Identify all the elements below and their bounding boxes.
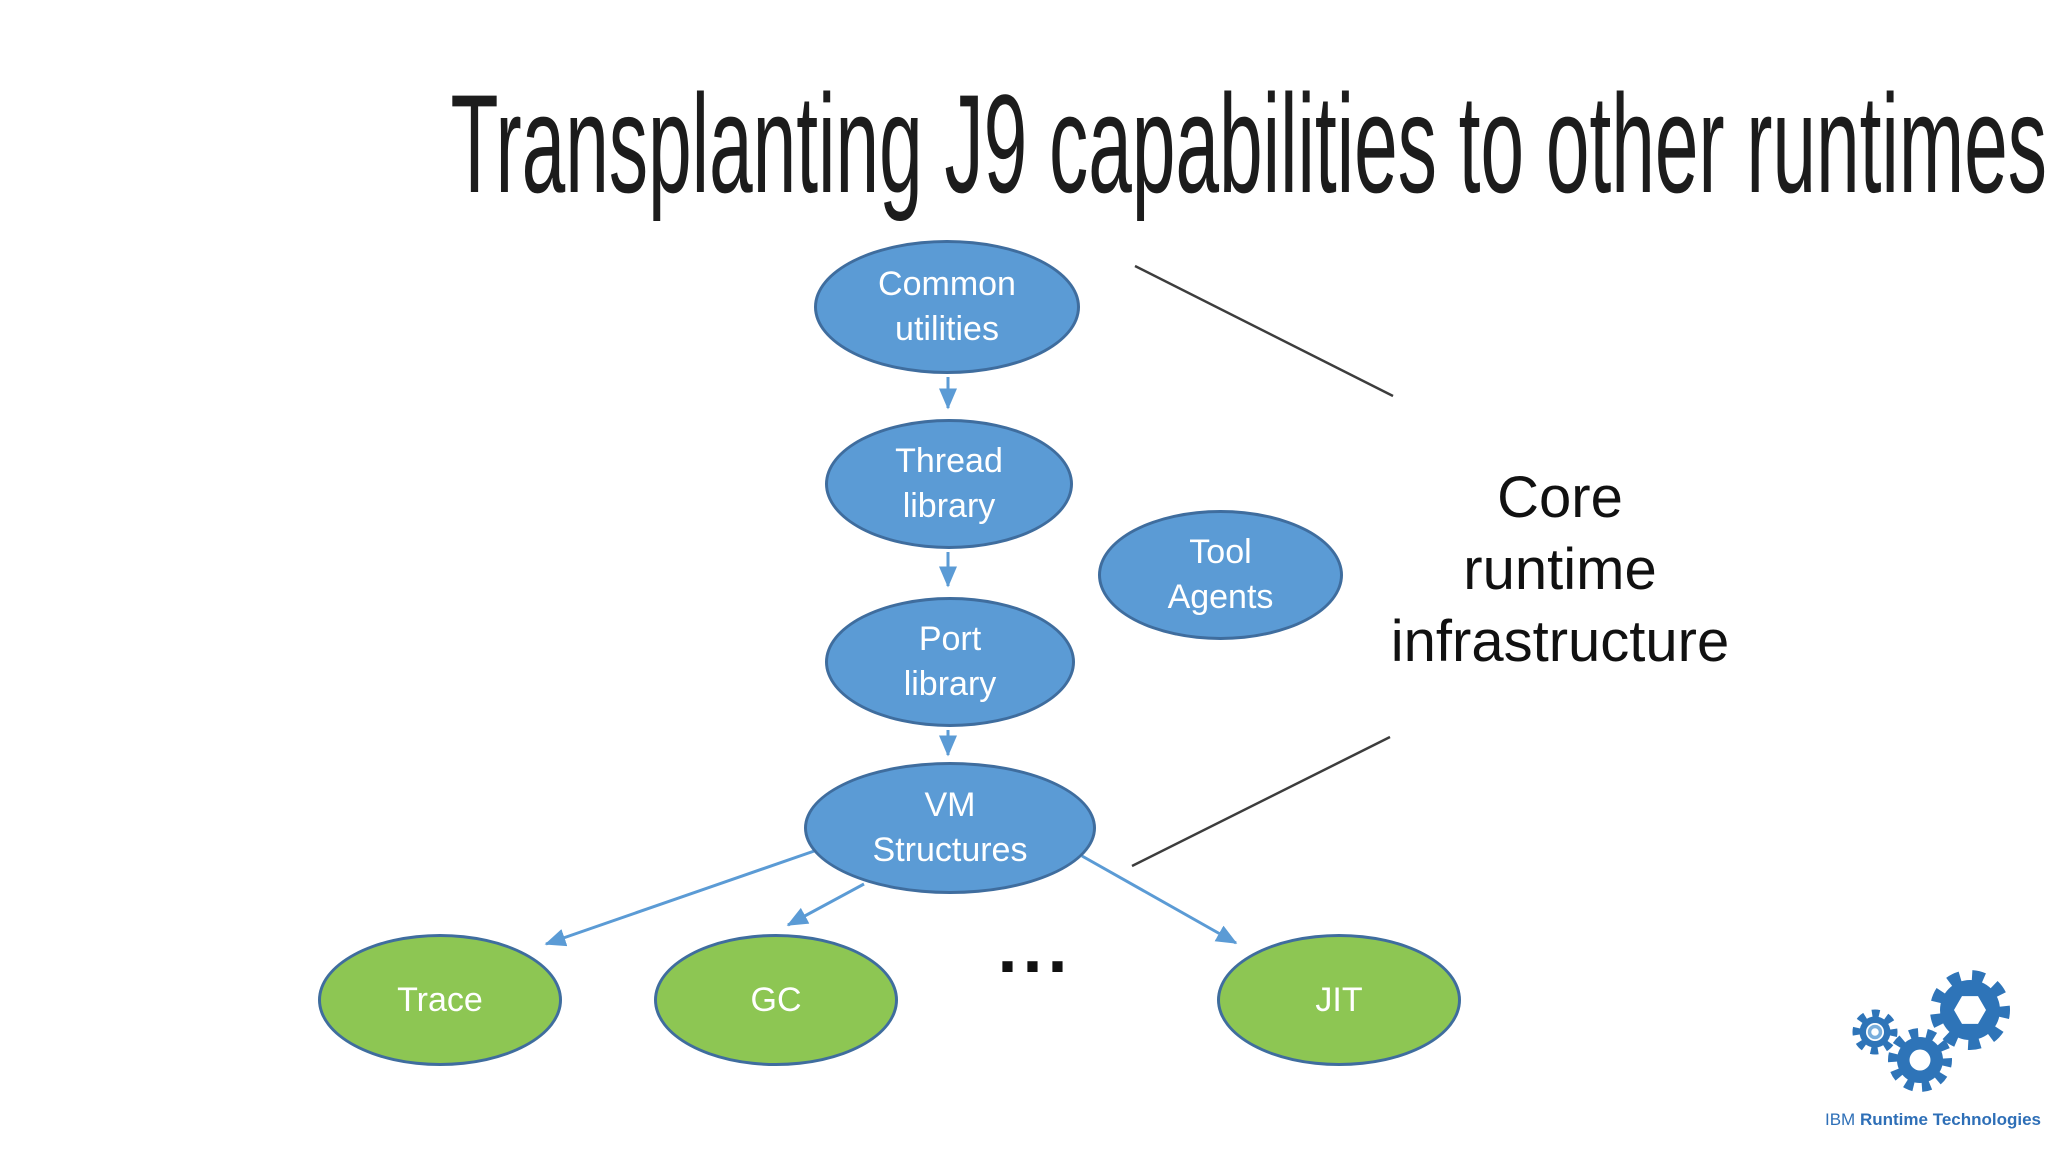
node-jit: JIT bbox=[1217, 934, 1461, 1066]
node-common-utilities: Common utilities bbox=[814, 240, 1080, 374]
logo-brand: IBM bbox=[1825, 1110, 1856, 1129]
node-label: Port library bbox=[903, 620, 997, 703]
node-trace: Trace bbox=[318, 934, 562, 1066]
node-port-library: Port library bbox=[825, 597, 1075, 727]
node-label: VM Structures bbox=[872, 786, 1028, 869]
arrow-vm-to-trace bbox=[544, 847, 821, 947]
node-gc: GC bbox=[654, 934, 898, 1066]
node-label: Trace bbox=[397, 980, 483, 1019]
arrow-vm-to-gc bbox=[786, 882, 865, 927]
node-label: JIT bbox=[1315, 980, 1363, 1019]
logo-product: Runtime Technologies bbox=[1859, 1110, 2042, 1129]
ellipsis-dots: ... bbox=[997, 908, 1073, 988]
bracket-line-top bbox=[1134, 264, 1394, 398]
node-label: Tool Agents bbox=[1167, 533, 1274, 616]
node-vm-structures: VM Structures bbox=[804, 762, 1096, 894]
logo-text: IBM Runtime Technologies bbox=[1825, 1110, 2042, 1130]
gears-icon bbox=[1852, 970, 2010, 1092]
annotation-core-runtime: Core runtime infrastructure bbox=[1390, 465, 1730, 674]
node-label: Thread library bbox=[895, 442, 1003, 525]
arrow-vm-to-jit bbox=[1081, 854, 1238, 945]
gear-medium-icon bbox=[1888, 1028, 1952, 1092]
ibm-runtime-technologies-logo: IBM Runtime Technologies bbox=[1825, 952, 2042, 1142]
node-thread-library: Thread library bbox=[825, 419, 1073, 549]
node-tool-agents: Tool Agents bbox=[1098, 510, 1343, 640]
gear-small-icon bbox=[1852, 1009, 1898, 1055]
node-label: Common utilities bbox=[878, 265, 1016, 348]
node-label: GC bbox=[750, 980, 802, 1019]
gear-large-icon bbox=[1930, 970, 2010, 1050]
bracket-line-bottom bbox=[1131, 735, 1391, 868]
